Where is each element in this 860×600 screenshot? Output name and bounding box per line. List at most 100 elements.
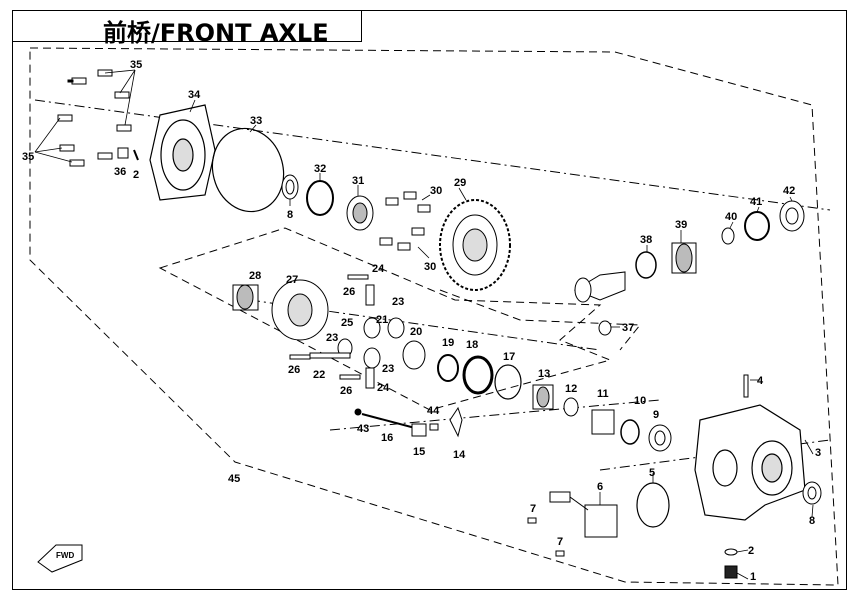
title-box: 前桥/FRONT AXLE: [12, 10, 362, 47]
callout-16: 16: [381, 432, 393, 444]
spider-gears: [289, 274, 426, 389]
callout-20: 20: [410, 326, 422, 338]
axle-housing-3: [694, 404, 806, 521]
callout-25: 25: [341, 317, 353, 329]
callout-30b: 30: [424, 261, 436, 273]
callout-30a: 30: [430, 185, 442, 197]
seal-42: [779, 200, 805, 232]
callout-15: 15: [413, 446, 425, 458]
callout-4: 4: [757, 375, 764, 387]
callout-44: 44: [427, 405, 440, 417]
washer-2b: [724, 548, 738, 556]
callout-36: 36: [114, 166, 126, 178]
callout-40: 40: [725, 211, 737, 223]
fwd-badge-text: FWD: [56, 551, 74, 560]
seal-8: [281, 174, 299, 200]
callout-27: 27: [286, 274, 298, 286]
callout-28: 28: [249, 270, 261, 282]
callout-23c: 23: [382, 363, 394, 375]
callout-21: 21: [376, 314, 388, 326]
callout-11: 11: [597, 388, 609, 400]
callout-41: 41: [750, 196, 762, 208]
pinion-gear: [573, 271, 626, 303]
ring-gear-29: [439, 199, 511, 291]
callout-34: 34: [188, 89, 201, 101]
callout-8b: 8: [809, 515, 815, 527]
o-ring-33: [211, 127, 285, 213]
callout-12: 12: [565, 383, 577, 395]
callout-6: 6: [597, 481, 603, 493]
clip-10: [620, 419, 640, 445]
callout-7a: 7: [530, 503, 536, 515]
callout-23a: 23: [392, 296, 404, 308]
fwd-direction-icon: FWD: [37, 544, 83, 573]
callout-24b: 24: [377, 382, 390, 394]
o-ring-17: [494, 364, 522, 400]
ring-41: [744, 211, 770, 241]
washer-32: [306, 180, 334, 216]
diagram-frame: [12, 10, 847, 590]
callout-37: 37: [622, 322, 634, 334]
differential-case-27: [271, 279, 329, 341]
bearing-13: [532, 384, 554, 410]
callout-22: 22: [313, 369, 325, 381]
seal-37: [598, 320, 612, 336]
screw-7b: [555, 550, 565, 557]
callout-5: 5: [649, 467, 655, 479]
callout-14: 14: [453, 449, 466, 461]
callout-1: 1: [750, 571, 756, 583]
pin-4: [743, 374, 749, 398]
axle-cover-34: [149, 104, 216, 201]
callout-8a: 8: [287, 209, 293, 221]
callout-3: 3: [815, 447, 821, 459]
washer-19: [437, 354, 459, 382]
washer-38: [635, 251, 657, 279]
callout-43: 43: [357, 423, 369, 435]
callout-9: 9: [653, 409, 659, 421]
callout-35b: 35: [22, 151, 34, 163]
callout-2b: 2: [748, 545, 754, 557]
seal-8b: [802, 481, 822, 505]
actuator-6: [549, 491, 618, 538]
callout-10: 10: [634, 395, 646, 407]
callout-38: 38: [640, 234, 652, 246]
callout-31: 31: [352, 175, 364, 187]
bearing-28: [232, 284, 259, 311]
callout-29: 29: [454, 177, 466, 189]
callout-labels: 1 2 3 4 5 6 7 7 8 8 9 10 11 12 13 14 15 …: [22, 59, 821, 583]
bearing-31: [346, 195, 374, 231]
bearing-39: [671, 242, 697, 274]
ring-18: [462, 355, 494, 395]
callout-19: 19: [442, 337, 454, 349]
callout-26c: 26: [340, 385, 352, 397]
callout-39: 39: [675, 219, 687, 231]
callout-24a: 24: [372, 263, 385, 275]
callout-33: 33: [250, 115, 262, 127]
washer-40: [721, 227, 735, 245]
callout-17: 17: [503, 351, 515, 363]
ring-gear-group-boundary: [439, 289, 642, 351]
callout-32: 32: [314, 163, 326, 175]
callout-45: 45: [228, 473, 240, 485]
screw-7a: [527, 517, 537, 524]
seal-9: [648, 424, 672, 452]
callout-7b: 7: [557, 536, 563, 548]
page-title: 前桥/FRONT AXLE: [103, 19, 329, 47]
callout-18: 18: [466, 339, 478, 351]
gasket-5: [636, 482, 670, 528]
callout-35a: 35: [130, 59, 142, 71]
callout-13: 13: [538, 368, 550, 380]
callout-26b: 26: [288, 364, 300, 376]
bearing-12: [563, 397, 579, 417]
drain-plug-1: [724, 565, 738, 579]
callout-26a: 26: [343, 286, 355, 298]
washer-2a: [133, 149, 139, 161]
coupler-11: [591, 409, 615, 435]
callout-2a: 2: [133, 169, 139, 181]
bolts-30: [379, 191, 431, 251]
callout-42: 42: [783, 185, 795, 197]
callout-23b: 23: [326, 332, 338, 344]
plug-36: [117, 147, 129, 159]
shift-assembly: [354, 406, 463, 438]
